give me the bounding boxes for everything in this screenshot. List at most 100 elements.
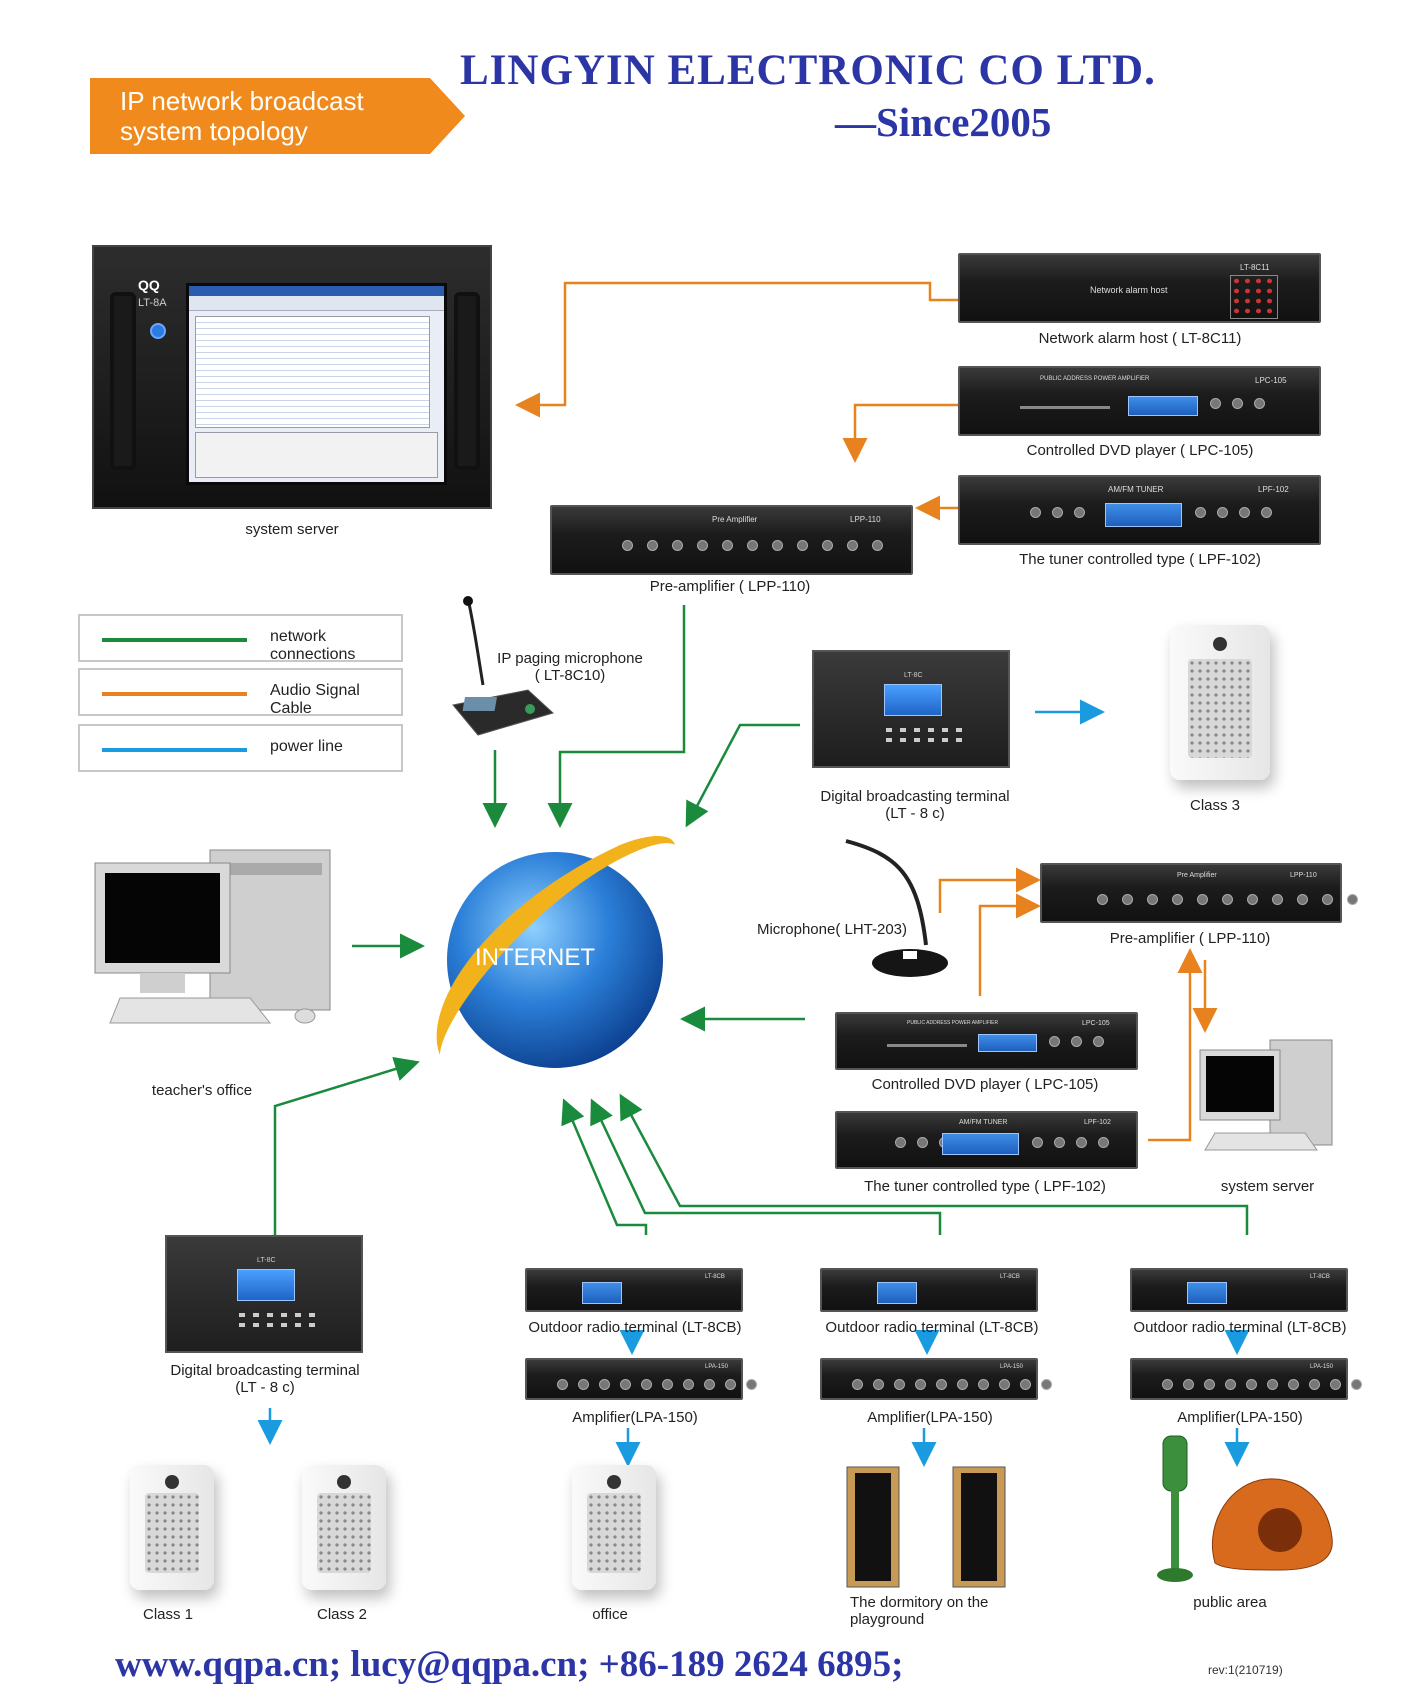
amp-2-knobs — [852, 1379, 1052, 1390]
server-right-label: system server — [1220, 1178, 1315, 1195]
server-screen — [186, 283, 447, 485]
outdoor-2-label: Outdoor radio terminal (LT-8CB) — [825, 1319, 1039, 1336]
outdoor-2-display — [877, 1282, 917, 1304]
amplifier-2: LPA-150 — [820, 1358, 1052, 1400]
footer-contact: www.qqpa.cn; lucy@qqpa.cn; +86-189 2624 … — [115, 1644, 904, 1685]
amp-2-label: Amplifier(LPA-150) — [867, 1409, 993, 1426]
amplifier-1: LPA-150 — [525, 1358, 757, 1400]
legend-audio-swatch — [102, 692, 247, 696]
audio-line — [938, 867, 1041, 913]
teacher-office-label: teacher's office — [151, 1082, 253, 1099]
tuner-model-text: LPF-102 — [1258, 485, 1289, 494]
dvd-right-display — [978, 1034, 1037, 1052]
tuner-top-label: The tuner controlled type ( LPF-102) — [1019, 551, 1261, 568]
tuner-panel-text: AM/FM TUNER — [1108, 485, 1164, 494]
tuner-display — [1105, 503, 1182, 527]
dvd-right-panel: PUBLIC ADDRESS POWER AMPLIFIER — [907, 1020, 999, 1026]
network-line — [273, 1056, 420, 1235]
terminal-screen-mid — [884, 684, 942, 716]
rock-speaker — [1211, 1478, 1333, 1571]
outdoor-3-model: LT-8CB — [1310, 1274, 1330, 1280]
class3-label: Class 3 — [1189, 797, 1241, 814]
legend-power-text: power line — [270, 738, 343, 755]
internet-globe-icon: INTERNET — [436, 836, 675, 1068]
preamp-top-label: Pre-amplifier ( LPP-110) — [649, 578, 811, 595]
public-area-label: public area — [1193, 1594, 1267, 1611]
internet-label: INTERNET — [475, 944, 595, 971]
amplifier-3: LPA-150 — [1130, 1358, 1362, 1400]
power-icon — [150, 323, 166, 339]
legend-power: power line — [78, 724, 403, 772]
tuner-right-display — [942, 1133, 1019, 1155]
terminal-keypad-bottom — [239, 1313, 317, 1327]
digital-terminal-mid: LT-8C — [812, 650, 1010, 768]
system-server-right-computer — [1199, 1039, 1333, 1151]
speaker-logo-icon — [337, 1475, 351, 1489]
outdoor-3-label: Outdoor radio terminal (LT-8CB) — [1133, 1319, 1347, 1336]
dbt-bottom-model: (LT - 8 c) — [235, 1379, 295, 1396]
speaker-logo-icon — [607, 1475, 621, 1489]
teacher-computer — [94, 849, 331, 1024]
revision-label: rev:1(210719) — [1208, 1663, 1283, 1677]
legend-audio-text: Audio Signal Cable — [270, 682, 360, 717]
dbt-bottom-label: Digital broadcasting terminal (LT - 8 c) — [150, 1362, 380, 1396]
amp-2-model: LPA-150 — [1000, 1364, 1023, 1370]
terminal-model-bottom: LT-8C — [257, 1257, 276, 1264]
alarm-led-grid — [1230, 275, 1278, 319]
audio-line — [978, 893, 1041, 996]
system-server-label: system server — [245, 521, 339, 538]
preamp-right-label: Pre-amplifier ( LPP-110) — [1109, 930, 1271, 947]
alarm-model-text: LT-8C11 — [1240, 263, 1270, 272]
outdoor-2-model: LT-8CB — [1000, 1274, 1020, 1280]
speaker-grille — [317, 1492, 371, 1573]
dvd-display — [1128, 396, 1198, 416]
speaker-logo-icon — [1213, 637, 1227, 652]
ip-mic-name: IP paging microphone — [497, 650, 643, 667]
server-brand: QQ — [138, 277, 160, 293]
network-line — [590, 1098, 942, 1235]
terminal-model-mid: LT-8C — [904, 672, 923, 679]
outdoor-terminal-2: LT-8CB — [820, 1268, 1038, 1312]
preamp-model-text: LPP-110 — [850, 515, 881, 524]
speaker-grille — [145, 1492, 199, 1573]
speaker-logo-icon — [165, 1475, 179, 1489]
mic-lht-label: Microphone( LHT-203) — [756, 921, 908, 938]
legend-audio: Audio Signal Cable — [78, 668, 403, 717]
amp-3-label: Amplifier(LPA-150) — [1177, 1409, 1303, 1426]
preamp-right: Pre Amplifier LPP-110 — [1040, 863, 1358, 923]
amp-1-model: LPA-150 — [705, 1364, 728, 1370]
system-server-main: QQ LT-8A — [92, 245, 492, 509]
legend-network: network connections — [78, 614, 403, 663]
legend-network-text: network connections — [270, 628, 356, 663]
outdoor-terminal-3: LT-8CB — [1130, 1268, 1348, 1312]
preamp-right-panel: Pre Amplifier — [1177, 872, 1217, 879]
dbt-mid-name: Digital broadcasting terminal — [820, 788, 1010, 805]
dbt-bottom-name: Digital broadcasting terminal — [170, 1362, 360, 1379]
audio-line — [1148, 948, 1203, 1142]
preamp-knobs — [622, 540, 883, 551]
dvd-panel-text: PUBLIC ADDRESS POWER AMPLIFIER — [1040, 376, 1150, 382]
tuner-buttons-right — [1195, 507, 1272, 518]
dvd-right-label: Controlled DVD player ( LPC-105) — [871, 1076, 1099, 1093]
audio-line — [842, 403, 958, 463]
network-line — [547, 605, 686, 828]
amp-3-model: LPA-150 — [1310, 1364, 1333, 1370]
dvd-right-model: LPC-105 — [1082, 1020, 1110, 1027]
disc-slot — [1020, 406, 1110, 409]
dvd-right-buttons — [1049, 1036, 1104, 1047]
gooseneck-microphone — [845, 839, 948, 977]
dvd-player-top: PUBLIC ADDRESS POWER AMPLIFIER LPC-105 — [958, 366, 1321, 436]
speaker-grille — [1188, 659, 1252, 759]
class2-label: Class 2 — [316, 1606, 368, 1623]
outdoor-terminal-1: LT-8CB — [525, 1268, 743, 1312]
amp-1-knobs — [557, 1379, 757, 1390]
network-alarm-host: Network alarm host LT-8C11 — [958, 253, 1321, 323]
dvd-player-right: PUBLIC ADDRESS POWER AMPLIFIER LPC-105 — [835, 1012, 1138, 1070]
terminal-screen-bottom — [237, 1269, 295, 1301]
dbt-mid-model: (LT - 8 c) — [885, 805, 945, 822]
preamp-panel-text: Pre Amplifier — [712, 515, 758, 524]
ip-paging-microphone — [452, 596, 554, 736]
dormitory-label: The dormitory on the playground — [850, 1594, 989, 1628]
audio-line — [515, 281, 958, 418]
